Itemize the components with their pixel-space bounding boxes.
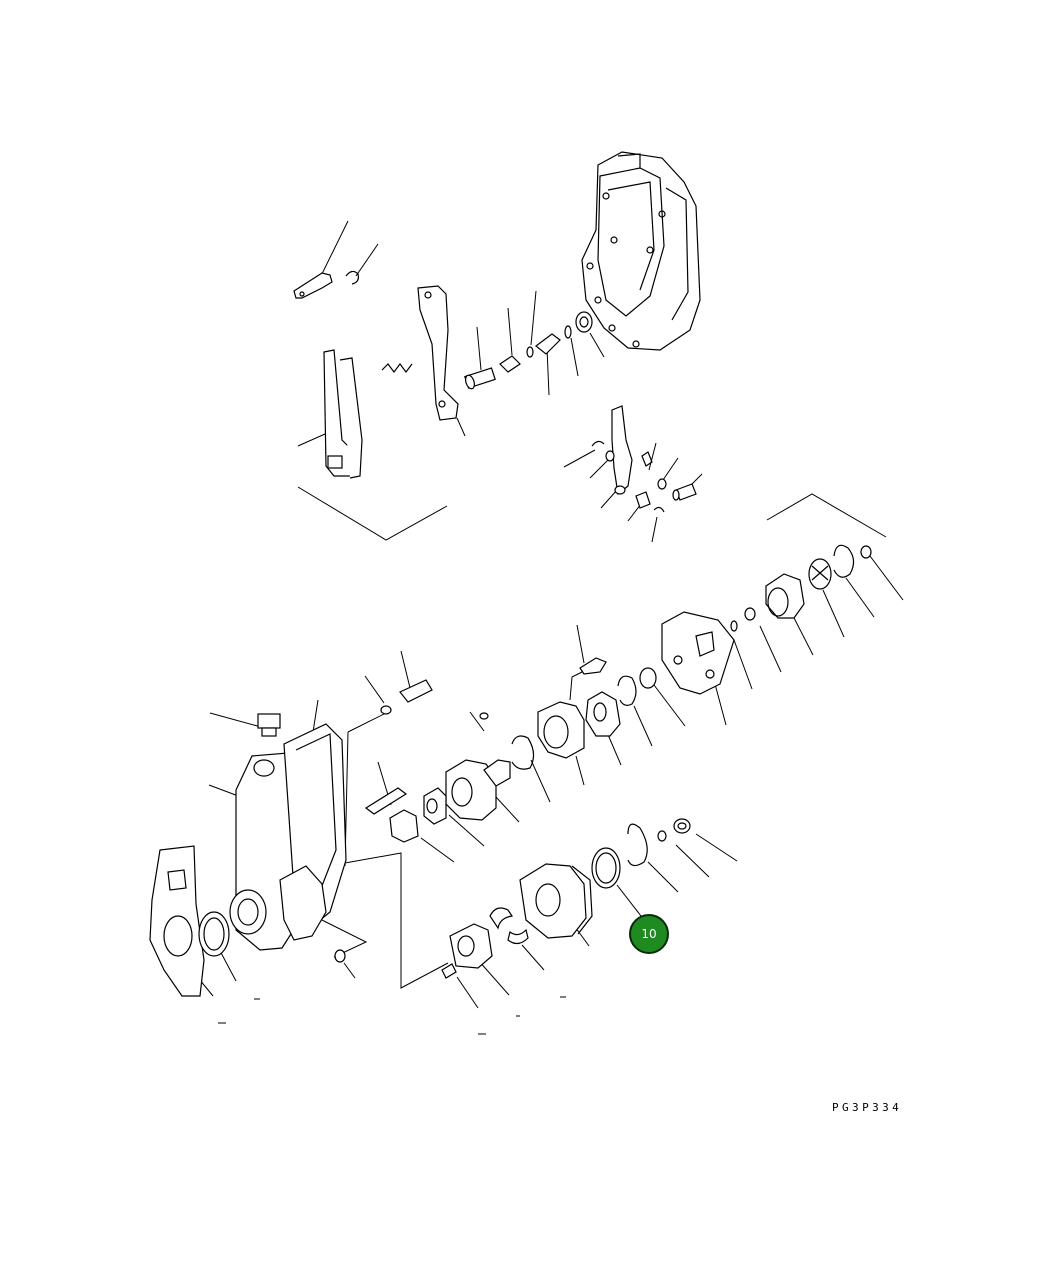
callout-10-label: 10: [641, 927, 657, 941]
governor-parts: [511, 544, 872, 770]
bottom-center-parts: [441, 818, 691, 979]
callout-10-badge[interactable]: 10: [629, 914, 669, 954]
gear-shaft: [364, 679, 511, 843]
drawing-code: PG3P334: [832, 1101, 903, 1114]
governor-body: [149, 713, 347, 997]
fragment-marks: [218, 996, 566, 1035]
lever-group: [591, 405, 697, 513]
top-small-parts: [293, 270, 593, 479]
pump-housing: [581, 151, 701, 351]
